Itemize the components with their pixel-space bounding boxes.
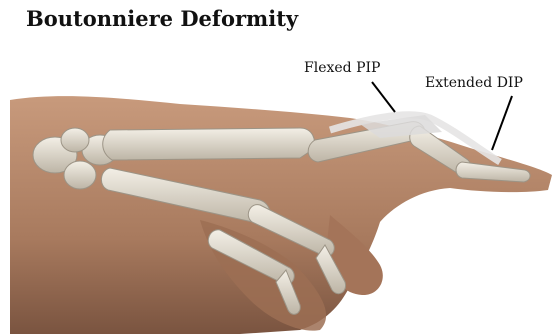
flexed-pip-label: Flexed PIP [304,60,380,76]
dip-pointer-line [492,96,512,150]
extended-dip-label: Extended DIP [425,75,523,91]
pip-pointer-line [372,82,395,112]
